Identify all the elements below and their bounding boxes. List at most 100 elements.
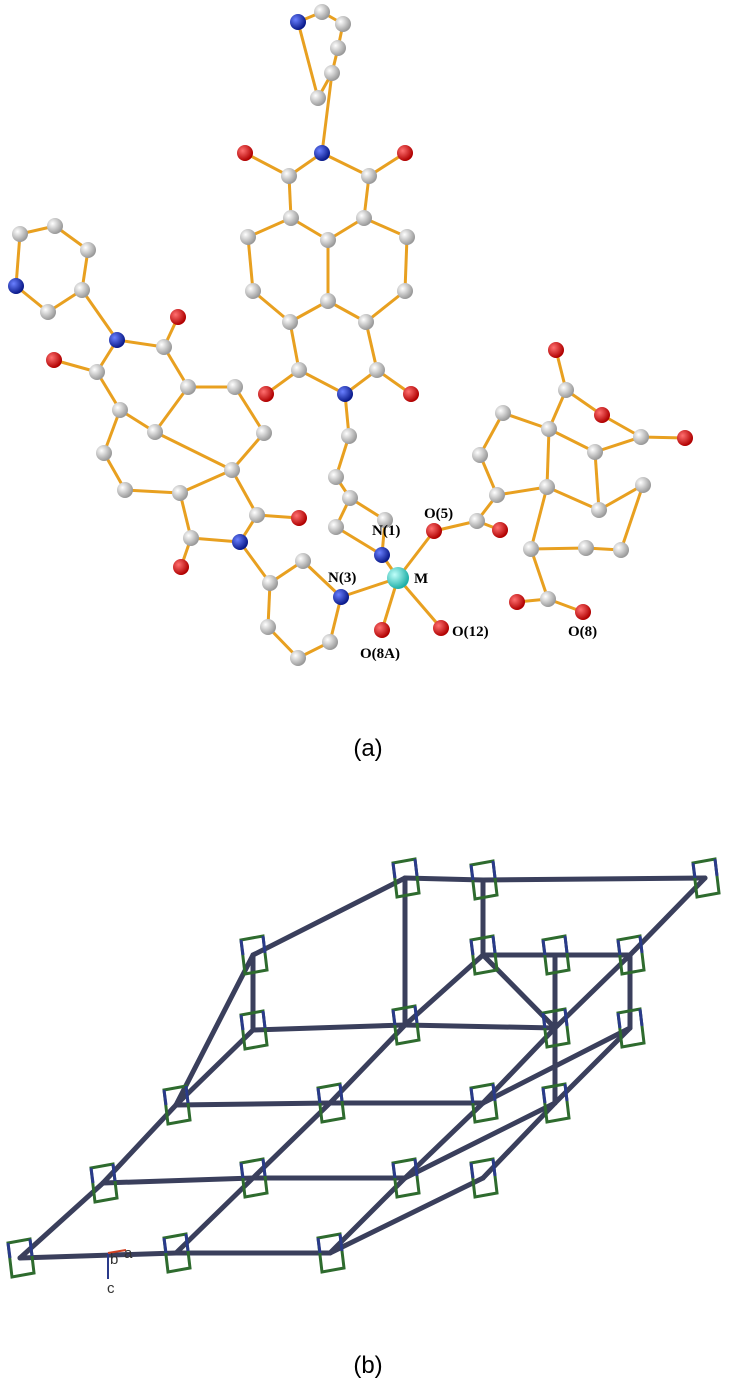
carbon-atom [377,512,393,528]
carbon-atom [80,242,96,258]
network-link [327,1022,408,1106]
carbon-atom [290,650,306,666]
network-link [480,875,708,883]
label-o8a: O(8A) [360,646,400,662]
carbon-atom [341,428,357,444]
oxygen-atom [548,342,564,358]
bond [365,289,406,324]
carbon-atom [328,519,344,535]
bond [244,151,290,178]
carbon-atom [472,447,488,463]
carbon-atom [328,469,344,485]
bond [14,233,22,287]
oxygen-atom [492,522,508,538]
bond [545,428,551,488]
network-node [391,1157,421,1199]
carbon-atom [613,542,629,558]
network-link [327,1175,486,1256]
network-link [173,1027,256,1108]
bond [246,236,255,292]
carbon-atom [283,210,299,226]
carbon-atom [74,282,90,298]
axis-indicator: b a c [107,1245,133,1297]
carbon-atom [541,421,557,437]
network-node [162,1084,192,1126]
bond [301,559,343,599]
network-link [173,1100,333,1108]
network-link [327,1175,408,1256]
bond [529,548,550,600]
carbon-atom [587,444,603,460]
carbon-atom [320,293,336,309]
network-topology-diagram: b a c [6,857,721,1297]
carbon-atom [282,314,298,330]
carbon-atom [256,425,272,441]
bond [288,321,301,371]
oxygen-atom [46,352,62,368]
network-node [616,934,646,976]
carbon-atom [523,541,539,557]
network-link [173,1175,256,1256]
bond [403,236,409,292]
network-node [541,934,571,976]
network-link [552,1025,633,1106]
network-link [402,1022,558,1031]
carbon-atom [281,168,297,184]
link-layer [17,875,708,1261]
oxygen-atom [594,407,610,423]
oxygen-atom [509,594,525,610]
network-link [402,952,486,1028]
carbon-atom [399,229,415,245]
bond [546,485,600,512]
bond [496,485,548,497]
carbon-atom [330,40,346,56]
bond [238,541,272,584]
bond [252,289,291,324]
carbon-atom [591,502,607,518]
bond [124,488,181,495]
carbon-atom [335,16,351,32]
nitrogen-atom [8,278,24,294]
atom-layer [8,4,693,666]
bond [230,469,259,516]
molecular-structure-diagram: N(1) N(3) O(5) M O(12) O(8A) O(8) [8,4,693,666]
bond [320,72,334,154]
nitrogen-atom [314,145,330,161]
carbon-atom [324,65,340,81]
bond [593,451,601,511]
oxygen-atom [426,523,442,539]
network-link [17,1250,179,1261]
network-link [173,952,256,1108]
bond [598,483,644,512]
carbon-atom [539,479,555,495]
oxygen-atom [258,386,274,402]
network-link [552,952,633,1031]
label-n1: N(1) [372,523,400,539]
carbon-atom [249,507,265,523]
carbon-atom [633,429,649,445]
oxygen-atom [403,386,419,402]
network-node [541,1007,571,1049]
label-metal: M [414,571,428,587]
network-node [391,857,421,899]
bond [296,21,320,99]
network-link [402,1100,558,1181]
carbon-atom [147,424,163,440]
bond [321,151,370,178]
carbon-atom [291,362,307,378]
carbon-atom [489,487,505,503]
network-link [17,1180,106,1261]
carbon-atom [224,462,240,478]
bond [230,432,266,471]
carbon-atom [314,4,330,20]
carbon-atom [89,364,105,380]
carbon-atom [40,304,56,320]
network-node [616,1007,646,1049]
carbon-atom [262,575,278,591]
oxygen-atom [291,510,307,526]
network-node [469,934,499,976]
metal-atom [387,567,409,589]
carbon-atom [322,634,338,650]
bond [80,289,119,341]
network-node [469,1157,499,1199]
